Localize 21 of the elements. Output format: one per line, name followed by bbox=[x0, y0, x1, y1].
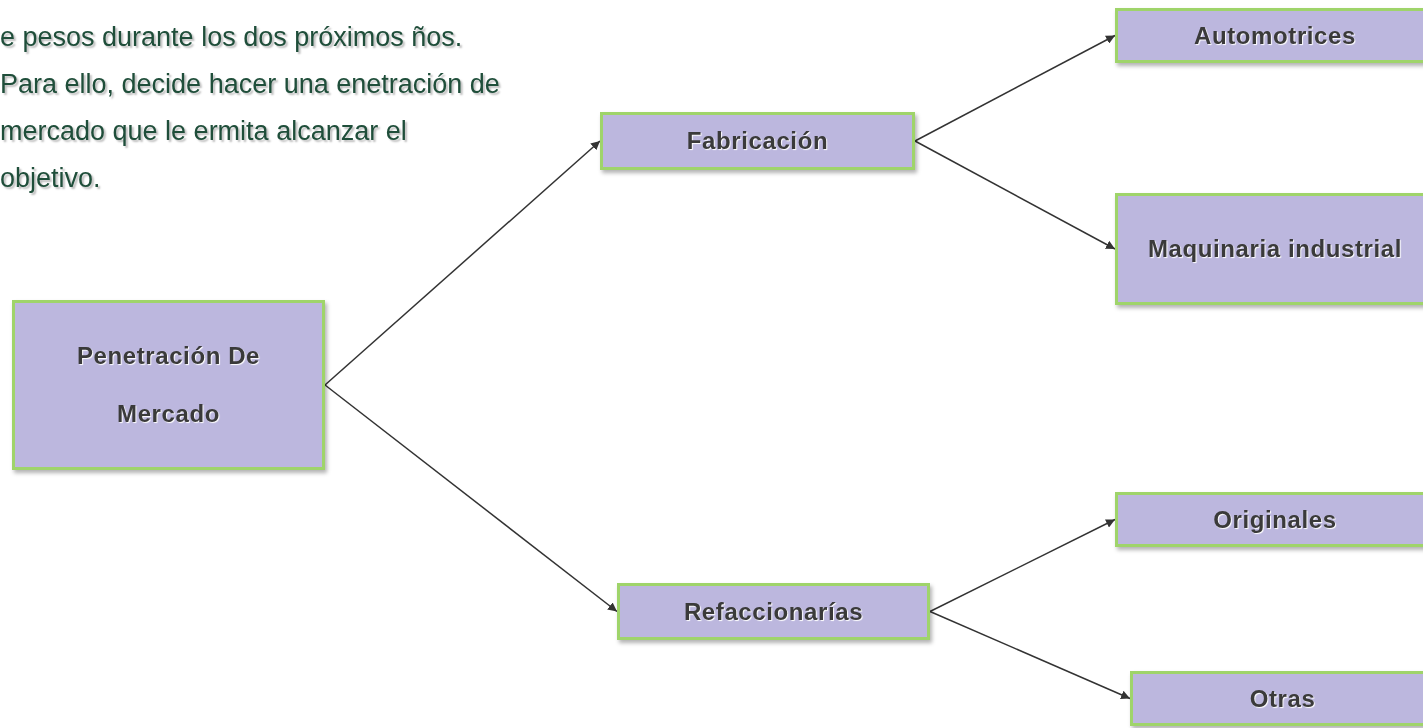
box-label: Maquinaria industrial bbox=[1148, 234, 1402, 264]
category-box bbox=[1115, 193, 1423, 305]
arrow bbox=[914, 34, 1116, 142]
box-label: Automotrices bbox=[1194, 20, 1356, 51]
arrow bbox=[914, 140, 1116, 250]
box-label: Refaccionarías bbox=[683, 596, 864, 627]
arrow bbox=[929, 610, 1131, 700]
category-box bbox=[600, 112, 915, 170]
description-paragraph: e pesos durante los dos próximos ños. Para ello, decide hacer una enetración de mercado que le ermita alcanzar el objetivo. bbox=[0, 21, 500, 195]
box-label: Fabricación bbox=[686, 126, 829, 156]
category-box bbox=[617, 583, 930, 640]
category-box bbox=[1115, 492, 1423, 547]
box-label: Otras bbox=[1249, 683, 1316, 714]
category-box bbox=[1115, 8, 1423, 63]
arrow bbox=[929, 518, 1116, 613]
arrow bbox=[324, 384, 618, 613]
category-box bbox=[12, 300, 325, 470]
category-box bbox=[1130, 671, 1423, 726]
arrow bbox=[324, 140, 601, 386]
box-label: Originales bbox=[1213, 504, 1337, 535]
box-label: Penetración De Mercado bbox=[75, 341, 262, 429]
